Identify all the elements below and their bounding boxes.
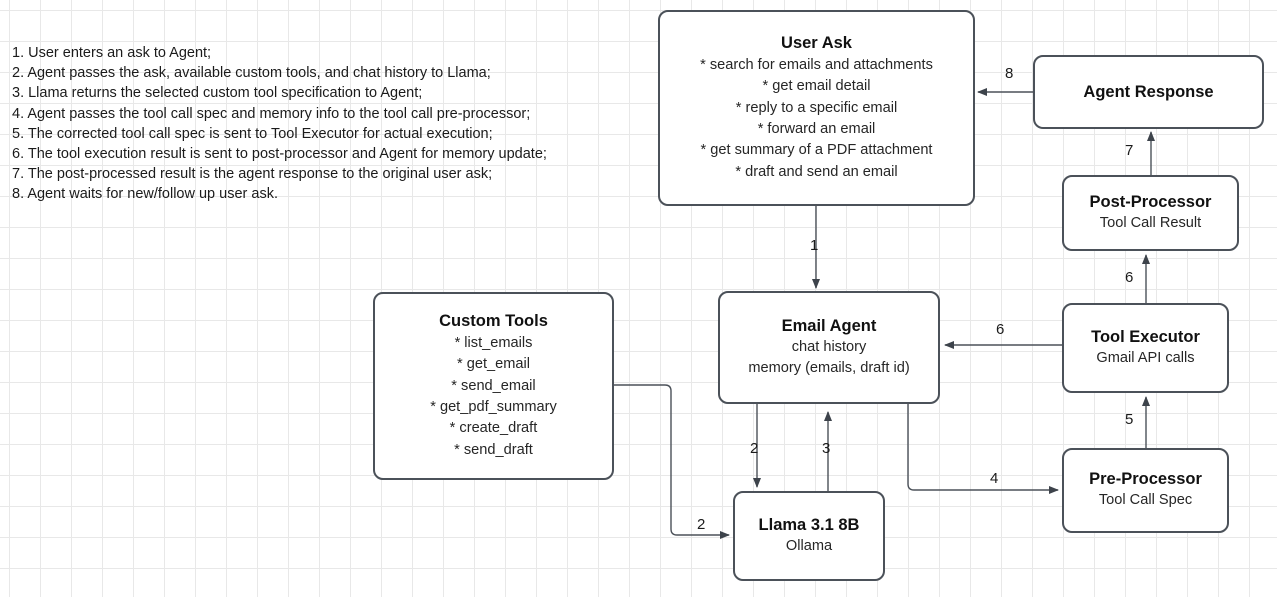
legend-steps: 1. User enters an ask to Agent; 2. Agent… [12, 43, 642, 205]
edge-custom-tools-to-llama [614, 384, 730, 539]
edge-label-5: 5 [1125, 411, 1134, 428]
custom-tools-bullet-6: * send_draft [454, 441, 533, 458]
node-custom-tools-bullets: * list_emails * get_email * send_email *… [430, 333, 557, 461]
node-llama[interactable]: Llama 3.1 8B Ollama [733, 491, 885, 581]
user-ask-bullet-2: * get email detail [762, 78, 871, 95]
node-email-agent-subtitle-1: chat history [791, 338, 867, 355]
node-llama-subtitle: Ollama [785, 537, 833, 554]
legend-line-5: 5. The corrected tool call spec is sent … [12, 125, 493, 142]
legend-line-3: 3. Llama returns the selected custom too… [12, 85, 423, 102]
node-post-processor-title: Post-Processor [1089, 192, 1212, 211]
legend-line-2: 2. Agent passes the ask, available custo… [12, 65, 491, 82]
node-email-agent-subtitle-2: memory (emails, draft id) [748, 360, 910, 376]
edge-label-1: 1 [810, 237, 819, 254]
legend-line-7: 7. The post-processed result is the agen… [12, 166, 493, 183]
legend-line-6: 6. The tool execution result is sent to … [12, 146, 547, 163]
edge-label-6-post: 6 [1125, 269, 1134, 286]
legend-line-1: 1. User enters an ask to Agent; [12, 45, 212, 61]
edge-label-4: 4 [990, 470, 999, 487]
user-ask-bullet-6: * draft and send an email [735, 163, 898, 180]
node-pre-processor-title: Pre-Processor [1089, 470, 1202, 489]
node-pre-processor-subtitle: Tool Call Spec [1098, 492, 1193, 509]
edge-label-7: 7 [1125, 142, 1134, 159]
node-user-ask[interactable]: User Ask * search for emails and attachm… [658, 10, 975, 206]
user-ask-bullet-3: * reply to a specific email [735, 99, 898, 116]
user-ask-bullet-5: * get summary of a PDF attachment [700, 142, 933, 159]
node-post-processor[interactable]: Post-Processor Tool Call Result [1062, 175, 1239, 251]
node-email-agent-title: Email Agent [781, 316, 877, 335]
user-ask-bullet-4: * forward an email [757, 121, 876, 137]
custom-tools-bullet-2: * get_email [456, 356, 530, 373]
node-agent-response[interactable]: Agent Response [1033, 55, 1264, 129]
custom-tools-bullet-1: * list_emails [454, 335, 533, 352]
node-tool-executor[interactable]: Tool Executor Gmail API calls [1062, 303, 1229, 393]
node-email-agent[interactable]: Email Agent chat history memory (emails,… [718, 291, 940, 404]
legend-line-8: 8. Agent waits for new/follow up user as… [12, 186, 278, 203]
node-tool-executor-title: Tool Executor [1091, 327, 1200, 346]
node-agent-response-title: Agent Response [1083, 82, 1214, 101]
custom-tools-bullet-5: * create_draft [449, 420, 538, 437]
node-custom-tools-title: Custom Tools [439, 312, 548, 331]
edge-label-6-agent: 6 [996, 321, 1005, 338]
edge-label-2-agent: 2 [750, 440, 759, 457]
legend-line-4: 4. Agent passes the tool call spec and m… [12, 105, 531, 122]
user-ask-bullet-1: * search for emails and attachments [700, 57, 933, 74]
custom-tools-bullet-3: * send_email [451, 377, 536, 394]
edge-label-8: 8 [1005, 65, 1014, 82]
edge-label-3: 3 [822, 440, 831, 457]
node-pre-processor[interactable]: Pre-Processor Tool Call Spec [1062, 448, 1229, 533]
edge-email-agent-to-pre-processor [907, 404, 1059, 494]
node-custom-tools[interactable]: Custom Tools * list_emails * get_email *… [373, 292, 614, 480]
node-llama-title: Llama 3.1 8B [758, 515, 860, 534]
node-user-ask-bullets: * search for emails and attachments * ge… [700, 55, 933, 183]
node-tool-executor-subtitle: Gmail API calls [1096, 349, 1195, 366]
edge-label-2-tools: 2 [697, 516, 706, 533]
custom-tools-bullet-4: * get_pdf_summary [430, 399, 557, 415]
node-post-processor-subtitle: Tool Call Result [1099, 214, 1202, 231]
node-user-ask-title: User Ask [781, 34, 852, 53]
